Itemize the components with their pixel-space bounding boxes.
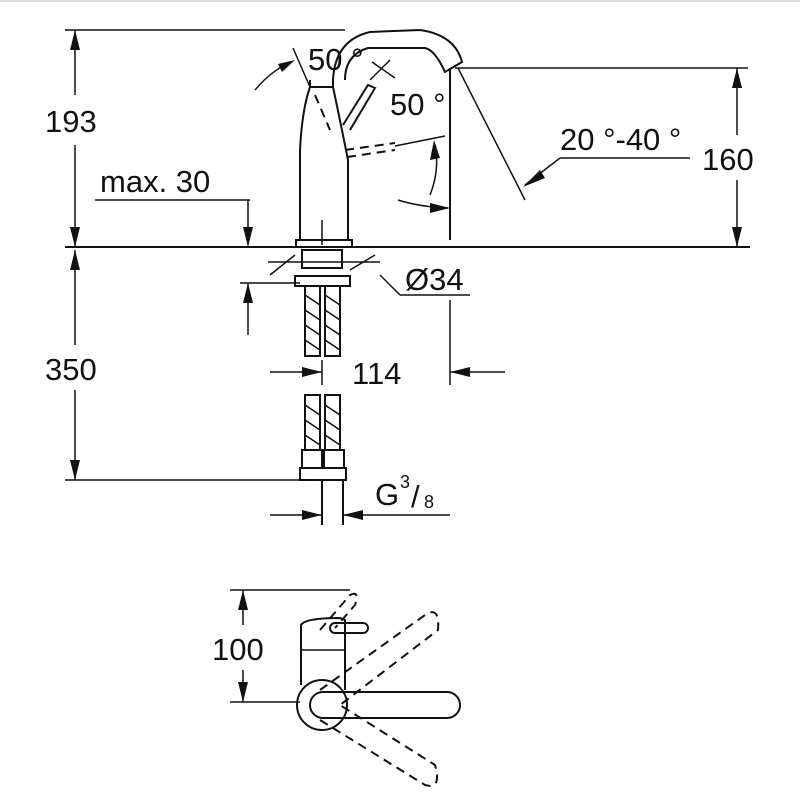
lever-angle-front-label: 50 ° — [390, 87, 446, 122]
dimension-max-30: max. 30 — [95, 164, 300, 335]
lever-angle-back-label: 50 ° — [308, 42, 364, 77]
faucet-side-view — [295, 28, 464, 248]
dimension-thread: G 3 / 8 — [270, 472, 450, 520]
thread-slash: / — [411, 479, 420, 514]
mounting-and-hoses — [268, 249, 380, 525]
spout-angle-label: 20 °-40 ° — [560, 122, 681, 157]
max-deck-label: max. 30 — [100, 164, 210, 199]
top-view-depth-label: 100 — [212, 632, 264, 667]
faucet-top-view: 100 — [210, 589, 461, 787]
height-total-label: 193 — [45, 104, 97, 139]
dimension-114: 114 — [270, 300, 505, 391]
hose-length-label: 350 — [45, 352, 97, 387]
dimension-diameter: Ø34 — [379, 262, 470, 297]
dimension-193: 193 — [40, 29, 345, 247]
projection-label: 114 — [352, 356, 401, 391]
thread-denominator: 8 — [424, 492, 434, 512]
hole-diameter-label: Ø34 — [405, 262, 464, 297]
dimension-350: 350 — [40, 250, 305, 481]
height-spout-label: 160 — [702, 142, 754, 177]
dimension-160: 160 — [455, 67, 795, 247]
thread-numerator: 3 — [400, 472, 410, 492]
angle-annotations: 50 ° 50 ° 20 °-40 ° — [254, 42, 690, 213]
thread-prefix-label: G — [375, 477, 399, 512]
